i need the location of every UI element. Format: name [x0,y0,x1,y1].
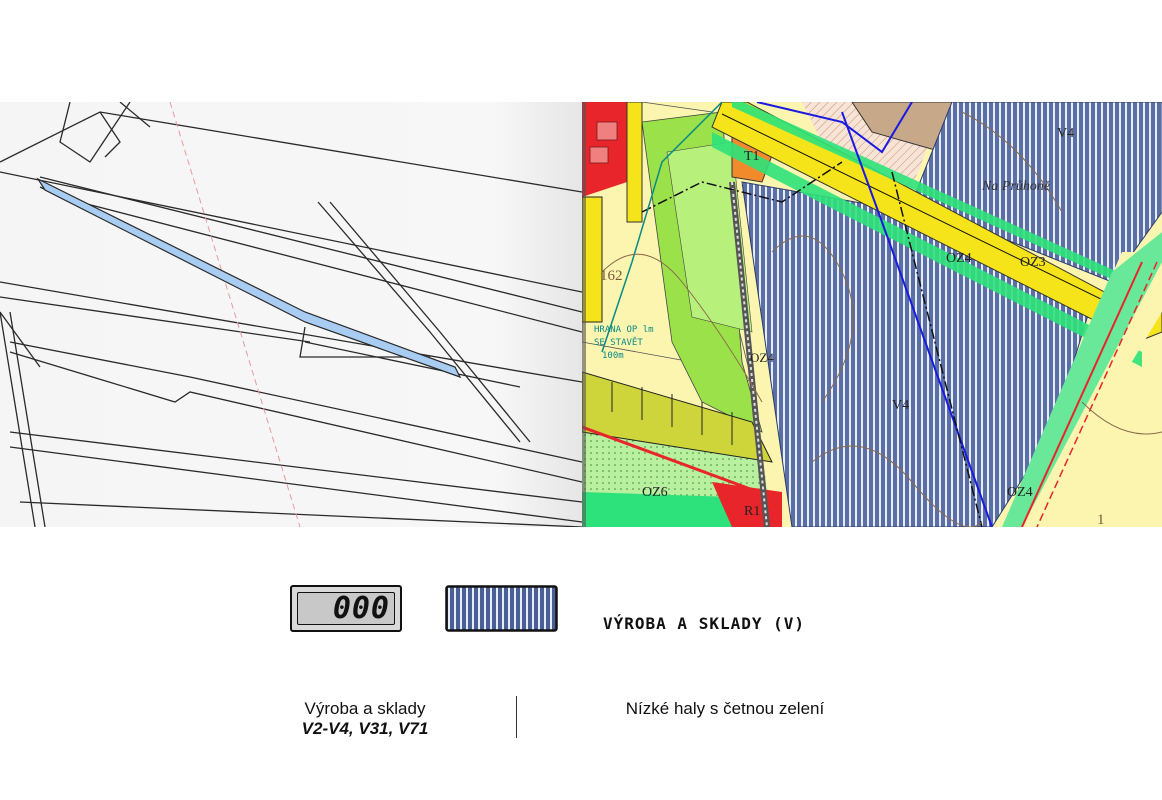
note-line2: SE STAVĚT [594,336,643,348]
label-oz4-upper: OZ4 [946,251,972,266]
caption-left-title: Výroba a sklady [304,699,426,718]
label-contour-bottom: 1 [1097,512,1105,527]
label-oz4-bottom: OZ4 [1007,485,1033,500]
label-oz6: OZ6 [642,485,668,500]
zoning-map: T1 V4 Na Průhoně OZ4 OZ3 OZ4 V4 OZ4 OZ6 … [582,102,1162,527]
highlighted-parcel [36,177,462,379]
boundary-line [169,102,301,527]
caption-left-codes: V2-V4, V31, V71 [301,719,429,738]
label-r1: R1 [744,504,760,519]
cadastral-map [0,102,582,527]
note-line1: HRANA OP lm [594,325,654,335]
legend-pattern-symbol [445,585,558,632]
legend-code-symbol: 000 [290,585,402,632]
label-v4-top: V4 [1057,126,1074,141]
label-contour-162: 162 [600,268,623,284]
parcel-lines [0,102,582,527]
legend-code-text: 000 [332,591,390,626]
legend-title: VÝROBA A SKLADY (V) [603,614,806,633]
label-v4-center: V4 [892,398,909,413]
caption-left: Výroba a sklady V2-V4, V31, V71 [270,699,460,739]
caption-right: Nízké haly s četnou zelení [625,699,825,718]
label-oz3: OZ3 [1020,255,1046,270]
boundary-blue [756,102,913,154]
caption-divider [516,696,517,738]
note-line3: 100m [602,351,624,361]
label-t1: T1 [744,149,760,164]
label-place-name: Na Průhoně [981,179,1051,194]
label-oz4-mid: OZ4 [750,350,774,365]
